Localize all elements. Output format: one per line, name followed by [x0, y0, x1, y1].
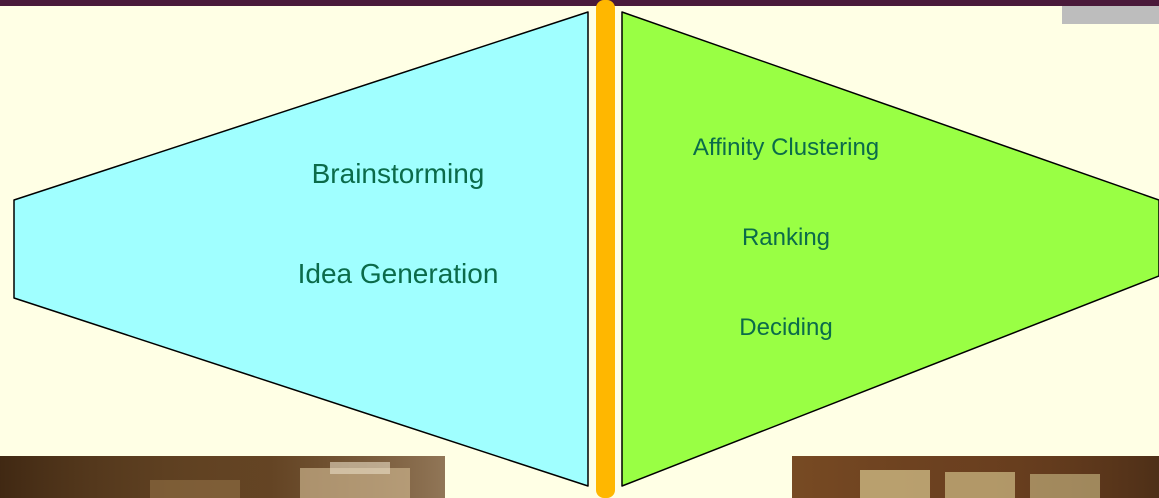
converge-shape — [621, 11, 1159, 487]
diverge-shape — [13, 11, 589, 487]
diverge-item-idea-generation: Idea Generation — [297, 258, 499, 289]
top-border — [0, 0, 1159, 6]
divider-bar — [596, 0, 615, 498]
right-photo — [792, 456, 1159, 498]
converge-item-deciding: Deciding — [739, 314, 833, 341]
corner-tab — [1062, 6, 1159, 24]
left-photo — [0, 456, 445, 498]
converge-item-ranking: Ranking — [741, 224, 831, 251]
diverge-item-brainstorming: Brainstorming — [311, 158, 485, 189]
converge-item-affinity-clustering: Affinity Clustering — [692, 134, 880, 161]
